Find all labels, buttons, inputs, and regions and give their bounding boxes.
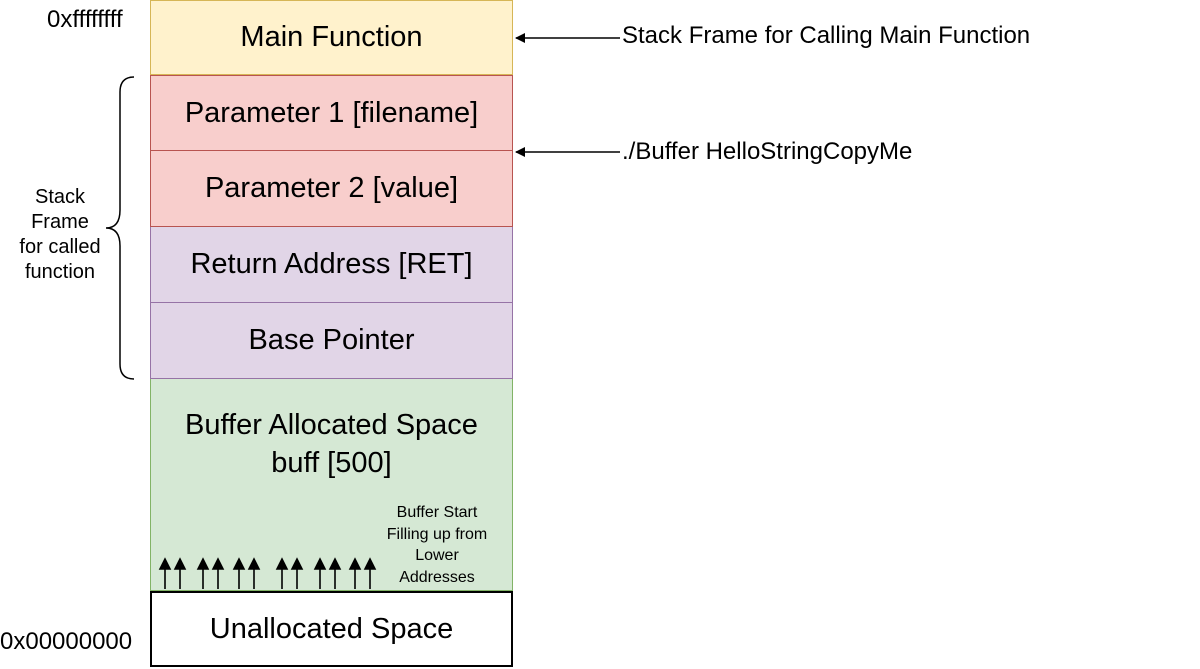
bottom-address-label: 0x00000000 — [0, 628, 133, 655]
buffer-fill-arrows — [158, 557, 377, 589]
buffer-label-line-1: Buffer Allocated Space — [185, 409, 478, 441]
buffer-start-note-line-4: Addresses — [399, 568, 475, 586]
stack-frame-label: Stack Frame for called function — [10, 185, 110, 285]
buffer-start-note-line-1: Buffer Start — [396, 504, 478, 521]
buffer-start-note: Buffer Start Filling up from Lower Addre… — [372, 502, 502, 588]
main-function-label: Main Function — [240, 21, 423, 54]
unallocated-space-block: Unallocated Space — [150, 591, 513, 667]
main-frame-annotation: Stack Frame for Calling Main Function — [622, 22, 1031, 49]
parameter-2-label: Parameter 2 [value] — [204, 172, 459, 205]
base-pointer-block: Base Pointer — [150, 303, 513, 379]
parameter-1-label: Parameter 1 [filename] — [184, 96, 479, 129]
return-address-block: Return Address [RET] — [150, 227, 513, 303]
stack-frame-label-line-1: Stack — [34, 186, 86, 208]
base-pointer-label: Base Pointer — [248, 324, 415, 357]
buffer-start-note-line-2: Filling up from — [386, 525, 488, 543]
command-annotation: ./Buffer HelloStringCopyMe — [622, 138, 913, 165]
stack-frame-label-line-3: for called — [19, 236, 101, 258]
top-address-label: 0xffffffff — [47, 6, 123, 33]
buffer-label: Buffer Allocated Space buff [500] — [185, 407, 478, 482]
stack-frame-brace — [105, 76, 135, 380]
buffer-block: Buffer Allocated Space buff [500] — [150, 379, 513, 591]
buffer-start-note-line-3: Lower — [415, 547, 459, 565]
return-address-label: Return Address [RET] — [190, 248, 473, 281]
unallocated-space-label: Unallocated Space — [209, 612, 454, 645]
stack-frame-label-line-2: Frame — [31, 211, 89, 233]
parameter-2-block: Parameter 2 [value] — [150, 151, 513, 227]
stack-frame-label-line-4: function — [24, 261, 96, 283]
parameter-1-block: Parameter 1 [filename] — [150, 75, 513, 151]
buffer-label-line-2: buff [500] — [271, 446, 392, 479]
main-function-block: Main Function — [150, 0, 513, 75]
